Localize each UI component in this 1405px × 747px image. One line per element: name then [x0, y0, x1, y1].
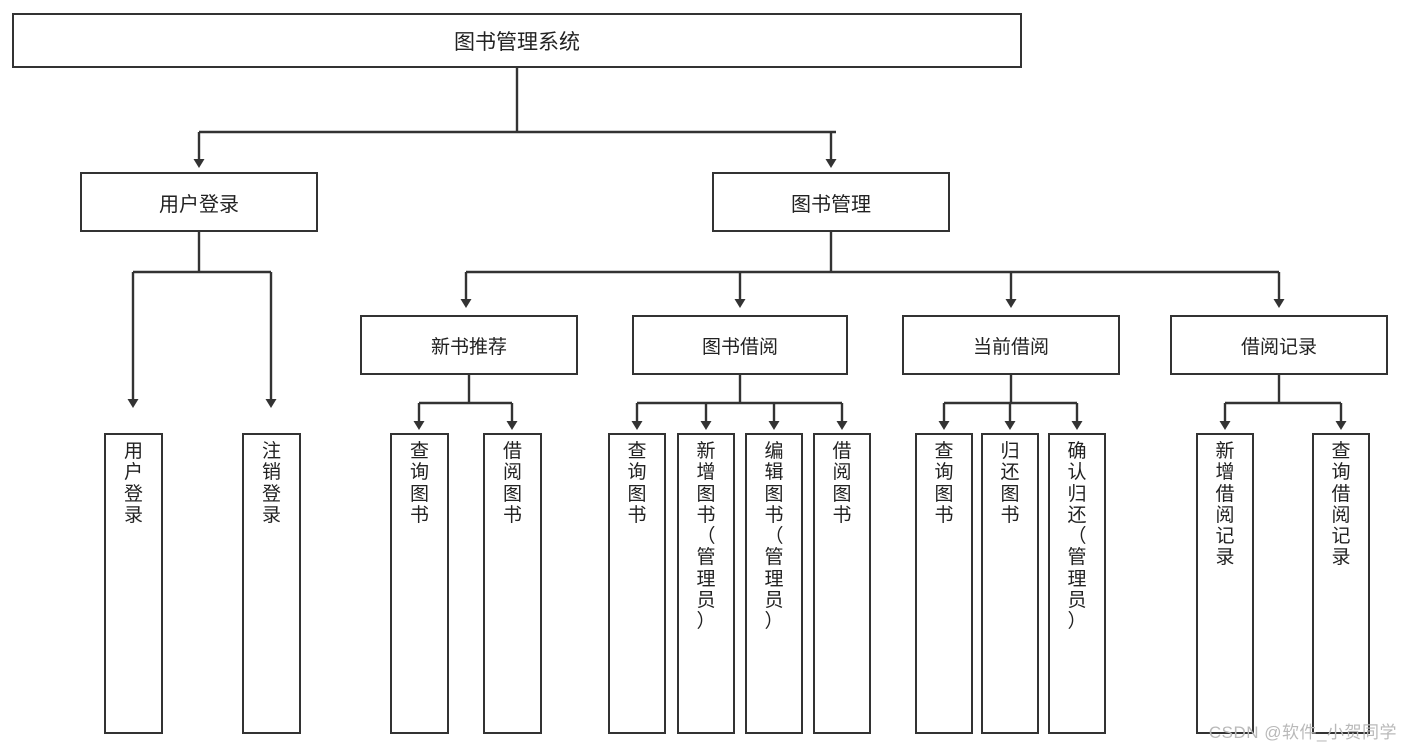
leaf-label: 借阅图书 [832, 441, 852, 526]
leaf-borrow-add-book[interactable]: 新增图书（管理员） [677, 433, 735, 734]
leaf-label: 用户登录 [123, 441, 143, 526]
node-borrow-record[interactable]: 借阅记录 [1170, 315, 1388, 375]
node-user-login-label: 用户登录 [159, 193, 239, 216]
leaf-label: 注销登录 [261, 441, 281, 526]
leaf-borrow-edit-book[interactable]: 编辑图书（管理员） [745, 433, 803, 734]
node-new-book-recommend[interactable]: 新书推荐 [360, 315, 578, 375]
node-book-borrow-label: 图书借阅 [701, 336, 778, 358]
leaf-label: 归还图书 [1000, 441, 1020, 526]
node-book-management-label: 图书管理 [791, 193, 871, 216]
node-borrow-record-label: 借阅记录 [1240, 336, 1317, 358]
node-current-borrow-label: 当前借阅 [972, 336, 1049, 358]
leaf-recommend-borrow-book[interactable]: 借阅图书 [483, 433, 542, 734]
leaf-label: 确认归还（管理员） [1067, 441, 1087, 633]
node-book-borrow[interactable]: 图书借阅 [632, 315, 848, 375]
leaf-label: 查询图书 [934, 441, 954, 526]
node-root[interactable]: 图书管理系统 [12, 13, 1022, 68]
leaf-label: 查询图书 [627, 441, 647, 526]
node-new-book-recommend-label: 新书推荐 [430, 336, 507, 358]
leaf-label: 查询借阅记录 [1331, 441, 1351, 569]
leaf-label: 编辑图书（管理员） [764, 441, 784, 633]
leaf-user-login-logout[interactable]: 注销登录 [242, 433, 301, 734]
leaf-label: 新增图书（管理员） [696, 441, 716, 633]
node-book-management[interactable]: 图书管理 [712, 172, 950, 232]
leaf-label: 查询图书 [409, 441, 429, 526]
leaf-label: 新增借阅记录 [1215, 441, 1235, 569]
leaf-current-query-book[interactable]: 查询图书 [915, 433, 973, 734]
leaf-label: 借阅图书 [502, 441, 522, 526]
leaf-user-login-login[interactable]: 用户登录 [104, 433, 163, 734]
watermark: CSDN @软件_小贺同学 [1208, 723, 1397, 742]
leaf-current-return-book[interactable]: 归还图书 [981, 433, 1039, 734]
leaf-borrow-query-book[interactable]: 查询图书 [608, 433, 666, 734]
leaf-recommend-query-book[interactable]: 查询图书 [390, 433, 449, 734]
leaf-record-query-record[interactable]: 查询借阅记录 [1312, 433, 1370, 734]
node-current-borrow[interactable]: 当前借阅 [902, 315, 1120, 375]
leaf-record-add-record[interactable]: 新增借阅记录 [1196, 433, 1254, 734]
node-user-login[interactable]: 用户登录 [80, 172, 318, 232]
leaf-current-confirm-return[interactable]: 确认归还（管理员） [1048, 433, 1106, 734]
node-root-label: 图书管理系统 [454, 30, 580, 54]
leaf-borrow-borrow-book[interactable]: 借阅图书 [813, 433, 871, 734]
